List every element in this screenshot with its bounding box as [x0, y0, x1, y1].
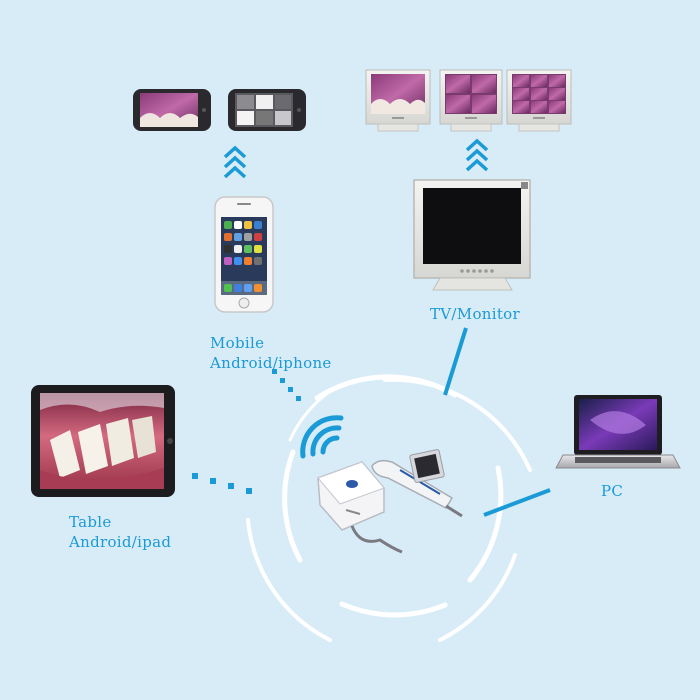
crt-monitor-icon — [413, 179, 531, 291]
tablet-label-line2: Android/ipad — [69, 533, 172, 551]
connector-pc — [483, 488, 551, 517]
hub-rings — [246, 374, 532, 642]
mobile-label: Mobile Android/iphone — [210, 333, 332, 373]
laptop-icon — [555, 395, 681, 469]
connector-tv — [443, 327, 468, 396]
tablet-label: Table Android/ipad — [69, 512, 171, 552]
mobile-label-line2: Android/iphone — [210, 354, 332, 372]
tv-monitor-label-line1: TV/Monitor — [430, 305, 520, 323]
pc-label: PC — [601, 481, 623, 501]
chevron-up-arrow-icon — [223, 145, 247, 179]
pc-label-line1: PC — [601, 482, 624, 500]
usb-camera-receiver-icon — [317, 461, 403, 554]
connector-tablet-dotted — [192, 473, 252, 494]
wifi-signal-icon — [300, 415, 344, 459]
crt-monitor-icon — [365, 69, 431, 132]
tv-monitor-label: TV/Monitor — [430, 304, 520, 324]
ipad-icon — [31, 385, 175, 497]
crt-monitor-icon — [506, 69, 572, 132]
connector-mobile-dotted — [272, 369, 301, 401]
intraoral-camera-icon — [371, 449, 463, 518]
iphone-icon — [214, 196, 274, 313]
crt-monitor-icon — [439, 69, 503, 132]
chevron-up-arrow-icon — [465, 138, 489, 172]
smartphone-landscape-icon — [228, 89, 306, 131]
tablet-label-line1: Table — [69, 513, 112, 531]
smartphone-landscape-icon — [133, 89, 211, 131]
mobile-label-line1: Mobile — [210, 334, 265, 352]
